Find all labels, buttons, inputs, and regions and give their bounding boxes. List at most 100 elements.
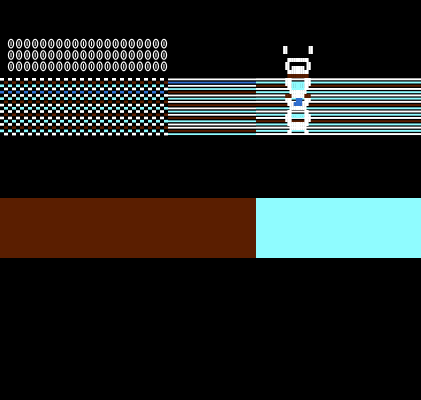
checker-cell xyxy=(132,113,136,117)
checker-cell xyxy=(136,132,140,136)
right-stripe xyxy=(256,97,421,100)
oval-glyph xyxy=(48,50,55,60)
checker-cell xyxy=(108,81,112,84)
checker-cell xyxy=(20,100,24,104)
checker-cell xyxy=(88,90,92,94)
checker-cell xyxy=(8,90,12,94)
checker-cell xyxy=(88,126,92,129)
checker-cell xyxy=(128,84,132,88)
checker-cell xyxy=(108,94,112,97)
middle-stripe xyxy=(168,84,256,87)
sprite-pixel xyxy=(300,58,303,62)
checker-cell xyxy=(44,84,48,88)
sprite-pixel xyxy=(287,74,290,78)
checker-cell xyxy=(40,84,44,88)
checker-cell xyxy=(160,94,164,97)
checker-cell xyxy=(124,90,128,94)
checker-cell xyxy=(144,126,148,129)
sprite-pixel xyxy=(304,82,307,86)
checker-cell xyxy=(44,87,48,91)
checker-cell xyxy=(28,81,32,84)
checker-cell xyxy=(16,126,20,129)
oval-glyph xyxy=(136,61,144,72)
checker-cell xyxy=(76,90,80,94)
sprite-pixel xyxy=(289,98,292,102)
checker-cell xyxy=(56,126,60,129)
checker-cell xyxy=(164,84,168,88)
checker-cell xyxy=(160,129,164,133)
checker-cell xyxy=(64,94,68,97)
sprite-pixel xyxy=(306,66,309,70)
checker-cell xyxy=(120,123,124,126)
checker-cell xyxy=(40,103,44,107)
checker-cell xyxy=(132,84,136,88)
oval-glyph xyxy=(144,38,152,49)
checker-cell xyxy=(44,126,48,129)
checker-cell xyxy=(88,116,92,120)
checker-cell xyxy=(68,119,72,123)
checker-cell xyxy=(148,110,152,113)
checker-cell xyxy=(80,129,84,133)
checker-cell xyxy=(28,116,32,120)
oval-glyph xyxy=(80,61,87,72)
checker-cell xyxy=(40,110,44,113)
checker-cell xyxy=(88,84,92,88)
checker-cell xyxy=(56,110,60,113)
checker-cell xyxy=(76,94,80,97)
checker-cell xyxy=(80,123,84,126)
oval-glyph xyxy=(120,50,127,60)
checker-cell xyxy=(48,107,52,110)
checker-cell xyxy=(56,119,60,123)
checker-cell xyxy=(84,126,88,129)
sprite-pixel xyxy=(302,66,305,70)
sprite-pixel xyxy=(289,118,292,122)
oval-glyph xyxy=(7,38,15,49)
sprite-pixel xyxy=(291,94,294,98)
checker-cell xyxy=(60,100,64,104)
checker-cell xyxy=(28,107,32,110)
sprite-pixel xyxy=(308,62,311,66)
checker-cell xyxy=(104,94,108,97)
checker-cell xyxy=(48,103,52,107)
checker-cell xyxy=(160,78,164,81)
oval-glyph xyxy=(152,38,160,49)
sprite-pixel xyxy=(306,78,309,82)
checker-cell xyxy=(120,129,124,133)
checker-cell xyxy=(52,90,56,94)
checker-cell xyxy=(68,78,72,81)
sprite-pixel xyxy=(289,82,292,86)
checker-cell xyxy=(128,94,132,97)
checker-cell xyxy=(44,107,48,110)
checker-cell xyxy=(4,97,8,100)
right-stripe xyxy=(256,116,421,119)
checker-cell xyxy=(72,84,76,88)
checker-cell xyxy=(0,123,4,126)
checker-cell xyxy=(144,90,148,94)
checker-cell xyxy=(160,103,164,107)
checker-cell xyxy=(56,113,60,117)
checker-cell xyxy=(44,110,48,113)
checker-cell xyxy=(128,113,132,117)
sprite-pixel xyxy=(293,126,296,130)
sprite-pixel xyxy=(304,74,307,78)
checker-cell xyxy=(84,123,88,126)
checker-cell xyxy=(28,113,32,117)
checker-cell xyxy=(88,129,92,133)
sprite-pixel xyxy=(291,82,294,86)
oval-glyph xyxy=(48,38,55,49)
checker-cell xyxy=(104,123,108,126)
checker-cell xyxy=(108,119,112,123)
sprite-pixel xyxy=(285,114,288,118)
checker-cell xyxy=(28,132,32,136)
checker-cell xyxy=(124,119,128,123)
checker-cell xyxy=(4,94,8,97)
checker-cell xyxy=(152,113,156,117)
checker-cell xyxy=(36,84,40,88)
checker-cell xyxy=(72,78,76,81)
checker-cell xyxy=(128,78,132,81)
checker-cell xyxy=(72,81,76,84)
checker-cell xyxy=(128,119,132,123)
sprite-pixel xyxy=(295,98,298,102)
checker-cell xyxy=(60,90,64,94)
checker-cell xyxy=(116,123,120,126)
